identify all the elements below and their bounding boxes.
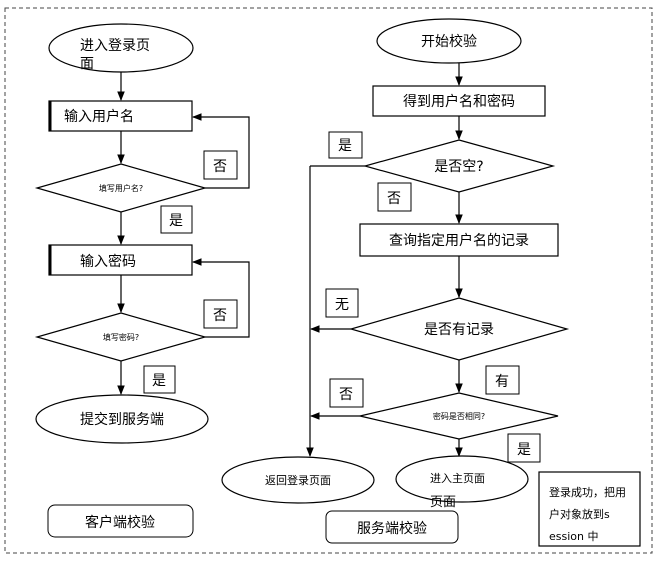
server-start-node xyxy=(376,18,522,64)
enter-main-line2: 页面 xyxy=(430,495,456,510)
query-record-box xyxy=(359,223,559,257)
success-note-line1: 登录成功，把用 xyxy=(549,485,626,499)
match-no-label-box xyxy=(329,378,364,408)
password-yes-label: 是 xyxy=(152,373,166,389)
match-yes-label: 是 xyxy=(517,442,531,458)
enter-main-line1: 进入主页面 xyxy=(430,472,485,485)
get-credentials-box xyxy=(372,85,546,117)
enter-main-text: 进入主页面 xyxy=(430,472,485,485)
client-start-text-wrap: 面 xyxy=(80,56,94,72)
submit-text: 提交到服务端 xyxy=(80,411,164,428)
client-flow: 进入登录页 面 输入用户名 填写用户名? 否 是 输入密码 填写密码? 否 xyxy=(34,23,250,538)
input-password-text: 输入密码 xyxy=(80,253,136,270)
server-section-label-box xyxy=(325,510,459,544)
match-no-label: 否 xyxy=(339,387,353,403)
submit-node xyxy=(35,394,209,444)
record-has-label: 有 xyxy=(495,374,509,390)
empty-yes-label: 是 xyxy=(338,138,352,154)
success-note-line3: ession 中 xyxy=(549,530,598,543)
client-start-line2: 面 xyxy=(80,56,94,72)
username-yes-label-box xyxy=(160,205,193,234)
match-yes-label-box xyxy=(507,433,541,463)
return-login-text: 返回登录页面 xyxy=(265,473,331,487)
username-yes-label: 是 xyxy=(169,213,183,229)
password-no-label: 否 xyxy=(213,308,227,324)
check-record-text: 是否有记录 xyxy=(424,322,494,338)
success-note-box xyxy=(538,471,641,547)
empty-no-label: 否 xyxy=(387,191,401,207)
success-note-line2: 户对象放到s xyxy=(549,507,610,521)
server-section-label: 服务端校验 xyxy=(357,520,427,537)
record-none-label-box xyxy=(325,288,359,318)
check-username-text: 填写用户名? xyxy=(99,183,143,193)
empty-no-label-box xyxy=(377,182,412,212)
input-username-box xyxy=(48,100,193,132)
get-credentials-text: 得到用户名和密码 xyxy=(403,93,515,110)
input-username-text: 输入用户名 xyxy=(64,108,134,125)
username-no-label: 否 xyxy=(213,159,227,175)
arrow-username-no-loop xyxy=(192,113,250,189)
record-has-label-box xyxy=(485,365,520,395)
client-section-label-box xyxy=(47,504,194,538)
check-password-match-text: 密码是否相同? xyxy=(433,411,485,421)
server-start-text: 开始校验 xyxy=(421,33,477,50)
username-no-label-box xyxy=(203,150,238,180)
check-password-text: 填写密码? xyxy=(103,332,139,342)
outer-dashed-border xyxy=(4,7,653,554)
password-yes-label-box xyxy=(143,365,176,394)
client-start-line1: 进入登录页 xyxy=(80,38,150,54)
password-no-label-box xyxy=(203,299,238,329)
client-start-text: 进入登录页 xyxy=(80,38,150,54)
client-section-label: 客户端校验 xyxy=(85,514,155,531)
arrow-password-no-loop xyxy=(192,258,250,338)
enter-main-text-wrap: 页面 xyxy=(430,495,456,510)
server-flow: 开始校验 得到用户名和密码 是否空? 是 否 查询指定用户名的记录 是否有记录 … xyxy=(221,18,641,547)
return-login-node xyxy=(221,456,375,504)
query-record-text: 查询指定用户名的记录 xyxy=(389,232,529,249)
record-none-label: 无 xyxy=(335,297,349,313)
empty-yes-label-box xyxy=(328,131,363,159)
check-empty-text: 是否空? xyxy=(434,159,483,175)
enter-main-node xyxy=(395,455,529,503)
